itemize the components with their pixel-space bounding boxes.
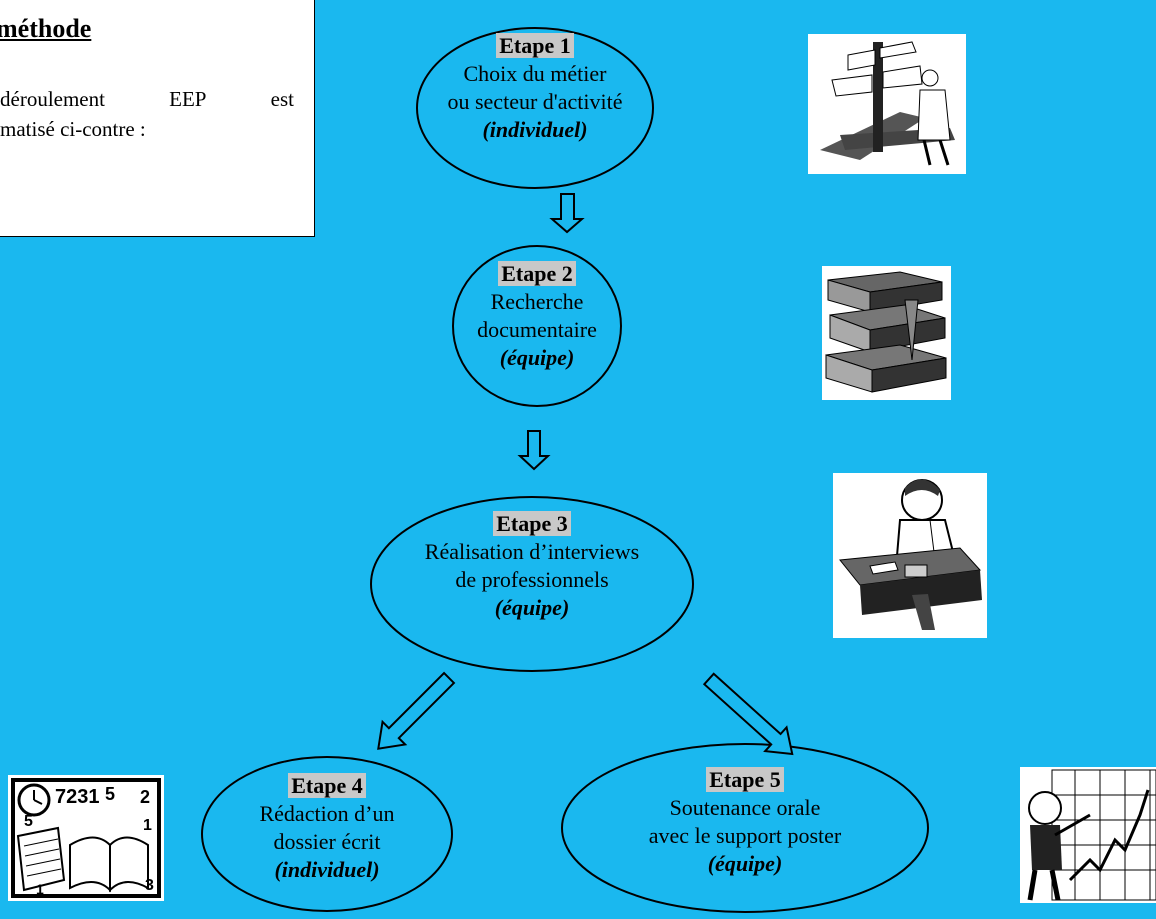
step-4-line-1: Rédaction d’un (259, 801, 395, 826)
step4-ellipse (201, 756, 453, 912)
svg-text:7231: 7231 (55, 786, 100, 808)
step5-ellipse (561, 743, 929, 913)
step-5: Etape 5 Soutenance orale avec le support… (570, 766, 920, 878)
method-word-1: déroulement (0, 87, 105, 111)
svg-text:5: 5 (105, 784, 115, 804)
step2-ellipse (452, 245, 622, 407)
step-1: Etape 1 Choix du métier ou secteur d'act… (417, 32, 653, 144)
svg-text:1: 1 (36, 881, 44, 897)
method-word-2: EEP (169, 87, 207, 111)
books-clipart (822, 266, 951, 400)
arrow-down-2 (517, 430, 551, 471)
step-3: Etape 3 Réalisation d’interviews de prof… (372, 510, 692, 622)
svg-text:5: 5 (24, 813, 33, 830)
signpost-clipart (808, 34, 966, 174)
svg-text:1: 1 (143, 817, 152, 834)
step-2-title: Etape 2 (498, 261, 576, 286)
step-2-line-2: documentaire (477, 317, 597, 342)
step3-ellipse (370, 496, 694, 672)
method-word-3: est (270, 87, 294, 111)
method-body: déroulement EEP est matisé ci-contre : (0, 84, 294, 144)
step-2: Etape 2 Recherche documentaire (équipe) (453, 260, 621, 372)
method-heading: méthode (0, 14, 92, 43)
step-5-title: Etape 5 (706, 767, 784, 792)
presenter-chart-clipart (1020, 767, 1156, 903)
svg-text:2: 2 (140, 787, 150, 807)
step-4-line-2: dossier écrit (273, 829, 381, 854)
svg-text:3: 3 (145, 877, 154, 894)
step-4-title: Etape 4 (288, 773, 366, 798)
step-5-line-2: avec le support poster (648, 823, 842, 848)
step1-ellipse (416, 27, 654, 189)
step-5-who: (équipe) (707, 851, 783, 876)
step-2-who: (équipe) (499, 345, 575, 370)
step-3-line-2: de professionnels (455, 567, 609, 592)
step-1-line-2: ou secteur d'activité (447, 89, 623, 114)
step-4: Etape 4 Rédaction d’un dossier écrit (in… (212, 772, 442, 884)
telephone-man-clipart (833, 473, 987, 638)
step-3-title: Etape 3 (493, 511, 571, 536)
method-line-2: matisé ci-contre : (0, 117, 146, 141)
arrow-down-1 (549, 193, 585, 234)
step-3-who: (équipe) (494, 595, 570, 620)
step-1-line-1: Choix du métier (463, 61, 607, 86)
step-4-who: (individuel) (274, 857, 380, 882)
step-3-line-1: Réalisation d’interviews (424, 539, 640, 564)
arrow-diagonal-left (377, 671, 456, 750)
arrow-diagonal-right (702, 672, 794, 756)
step-5-line-1: Soutenance orale (669, 795, 821, 820)
step-1-who: (individuel) (482, 117, 588, 142)
step-1-title: Etape 1 (496, 33, 574, 58)
step-2-line-1: Recherche (490, 289, 584, 314)
calendar-book-clipart: 7231 5 2 5 1 3 1 (8, 775, 164, 901)
method-box: méthode déroulement EEP est matisé ci-co… (0, 0, 315, 237)
